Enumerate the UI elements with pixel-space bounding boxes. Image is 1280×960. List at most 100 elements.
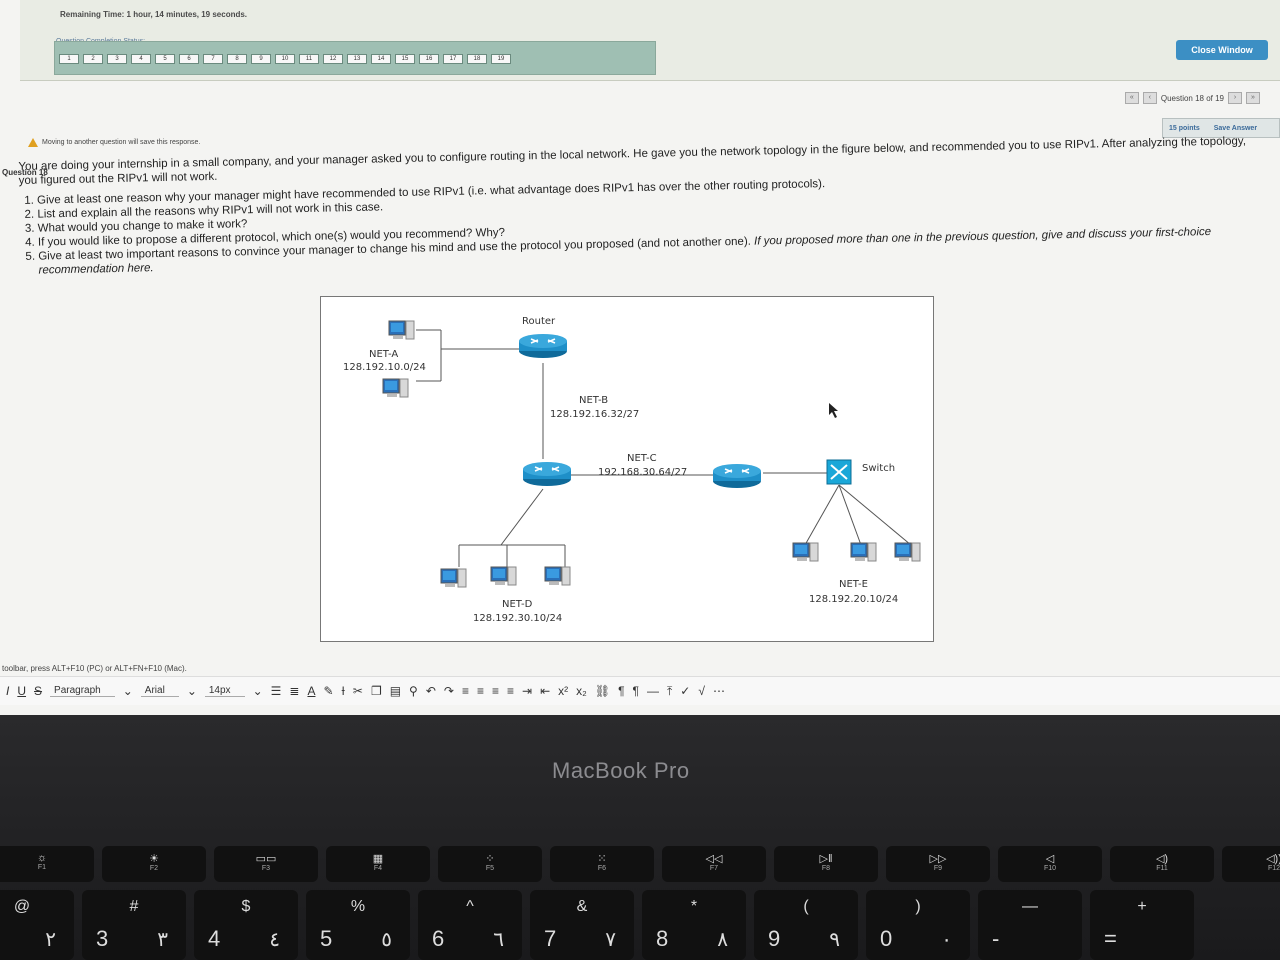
function-key[interactable]: ◁◁F7 xyxy=(662,846,766,882)
question-number-button[interactable]: 17 xyxy=(443,54,463,64)
chevron-down-icon[interactable]: ⌄ xyxy=(252,684,263,698)
key-number: 7 xyxy=(544,926,557,951)
router-label: Router xyxy=(522,316,556,327)
number-key[interactable]: —- xyxy=(978,890,1082,960)
question-number-button[interactable]: 4 xyxy=(131,54,151,64)
question-number-button[interactable]: 6 xyxy=(179,54,199,64)
net-c-address: 192.168.30.64/27 xyxy=(598,467,687,478)
search-icon[interactable]: ⚲ xyxy=(409,684,418,698)
copy-icon[interactable]: ❐ xyxy=(370,684,382,698)
question-number-button[interactable]: 8 xyxy=(227,54,247,64)
question-number-button[interactable]: 16 xyxy=(419,54,439,64)
function-key[interactable]: ⁘F5 xyxy=(438,846,542,882)
function-key[interactable]: ▭▭F3 xyxy=(214,846,318,882)
question-number-button[interactable]: 1 xyxy=(59,54,79,64)
chevron-down-icon[interactable]: ⌄ xyxy=(186,684,197,698)
text-color-icon[interactable]: A xyxy=(307,684,316,698)
question-number-button[interactable]: 15 xyxy=(395,54,415,64)
key-number: 3 xyxy=(96,926,109,951)
prev-question-icon[interactable]: ‹ xyxy=(1142,92,1157,104)
question-number-button[interactable]: 11 xyxy=(299,54,319,64)
outdent-icon[interactable]: ⇤ xyxy=(540,684,551,698)
question-number-button[interactable]: 18 xyxy=(467,54,487,64)
function-key[interactable]: ◁))F12 xyxy=(1222,846,1280,882)
function-key[interactable]: ⁙F6 xyxy=(550,846,654,882)
last-question-icon[interactable]: » xyxy=(1246,92,1260,104)
undo-icon[interactable]: ↶ xyxy=(425,684,436,698)
question-number-button[interactable]: 5 xyxy=(155,54,175,64)
key-symbol: @ xyxy=(13,898,31,915)
align-center-icon[interactable]: ≡ xyxy=(476,684,484,698)
paste-icon[interactable]: ▤ xyxy=(389,684,402,698)
function-key[interactable]: ◁F10 xyxy=(998,846,1102,882)
chevron-down-icon[interactable]: ⌄ xyxy=(122,684,133,698)
function-key[interactable]: ▷‖F8 xyxy=(774,846,878,882)
function-key[interactable]: ▷▷F9 xyxy=(886,846,990,882)
key-number: 9 xyxy=(768,926,781,951)
question-number-button[interactable]: 2 xyxy=(83,54,103,64)
rtl-icon[interactable]: ¶ xyxy=(632,684,639,698)
font-size-select[interactable]: 14px xyxy=(204,685,245,697)
paragraph-select[interactable]: Paragraph xyxy=(50,685,115,697)
align-right-icon[interactable]: ≡ xyxy=(492,684,500,698)
question-counter: Question 18 of 19 xyxy=(1160,93,1224,103)
link-switch-pc-e1 xyxy=(804,484,840,546)
horizontal-rule-icon[interactable]: — xyxy=(646,684,659,698)
font-select[interactable]: Arial xyxy=(140,685,179,697)
exam-header: Remaining Time: 1 hour, 14 minutes, 19 s… xyxy=(20,0,1280,81)
pc-icon xyxy=(850,542,877,562)
math-icon[interactable]: √ xyxy=(698,684,705,698)
question-number-button[interactable]: 19 xyxy=(491,54,511,64)
question-number-button[interactable]: 7 xyxy=(203,54,223,64)
function-key[interactable]: ◁)F11 xyxy=(1110,846,1214,882)
question-number-button[interactable]: 13 xyxy=(347,54,367,64)
question-number-button[interactable]: 14 xyxy=(371,54,391,64)
superscript-icon[interactable]: x² xyxy=(558,684,569,698)
ltr-icon[interactable]: ¶ xyxy=(618,684,625,698)
number-key[interactable]: += xyxy=(1090,890,1194,960)
align-left-icon[interactable]: ≡ xyxy=(461,684,469,698)
spellcheck-icon[interactable]: ✓ xyxy=(680,684,691,698)
key-icon: ⁘ xyxy=(485,853,495,865)
highlight-icon[interactable]: ✎ xyxy=(323,684,334,698)
question-number-button[interactable]: 12 xyxy=(323,54,343,64)
underline-icon[interactable]: U xyxy=(17,684,27,698)
clear-format-icon[interactable]: Ɨ xyxy=(341,684,345,698)
function-key[interactable]: ☀F2 xyxy=(102,846,206,882)
net-e-name: NET-E xyxy=(839,579,868,590)
indent-icon[interactable]: ⇥ xyxy=(522,684,533,698)
question-number-button[interactable]: 3 xyxy=(107,54,127,64)
more-icon[interactable]: ⋯ xyxy=(712,684,725,698)
question-number-button[interactable]: 9 xyxy=(251,54,271,64)
cut-icon[interactable]: ✂ xyxy=(352,684,363,698)
redo-icon[interactable]: ↷ xyxy=(443,684,454,698)
next-question-icon[interactable]: › xyxy=(1228,92,1242,104)
bullet-list-icon[interactable]: ☰ xyxy=(270,684,282,698)
function-key[interactable]: ▦F4 xyxy=(326,846,430,882)
save-answer-button[interactable]: Save Answer xyxy=(1213,124,1258,132)
first-question-icon[interactable]: « xyxy=(1124,92,1139,104)
unlink-icon[interactable]: ⛓ xyxy=(594,684,611,698)
close-window-button[interactable]: Close Window xyxy=(1176,40,1268,60)
key-label: F8 xyxy=(821,865,831,872)
upload-icon[interactable]: ⤒ xyxy=(666,683,673,698)
number-key[interactable]: @2٢ xyxy=(0,890,74,960)
function-key[interactable]: ☼F1 xyxy=(0,846,94,882)
question-number-button[interactable]: 10 xyxy=(275,54,295,64)
strikethrough-icon[interactable]: S xyxy=(34,684,43,698)
justify-icon[interactable]: ≡ xyxy=(507,684,515,698)
italic-icon[interactable]: I xyxy=(6,684,10,698)
subscript-icon[interactable]: x₂ xyxy=(576,684,587,698)
key-label: F10 xyxy=(1043,865,1057,872)
mouse-cursor-icon xyxy=(829,403,838,418)
numbered-list-icon[interactable]: ≣ xyxy=(289,684,300,698)
